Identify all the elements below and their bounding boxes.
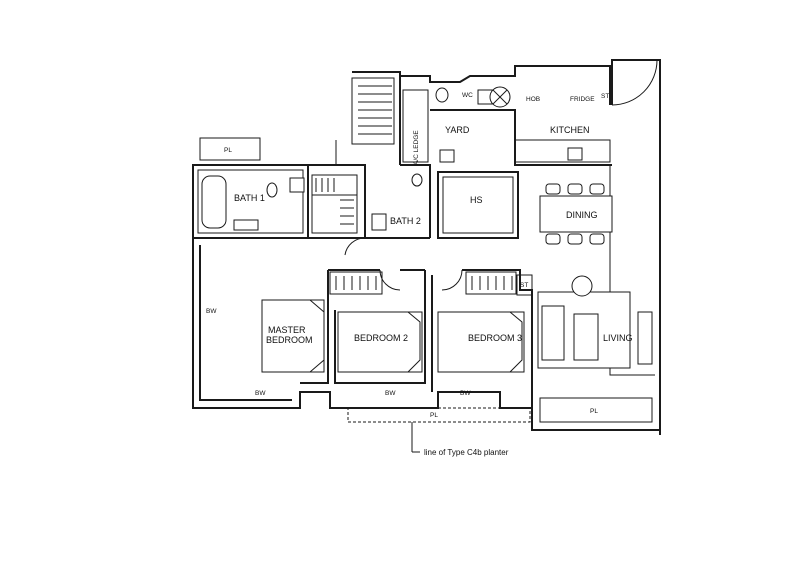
room-label-bedroom2: BEDROOM 2 [354, 333, 408, 343]
planter-line [347, 407, 531, 453]
bath2-toilet [411, 173, 423, 187]
dining-table [539, 195, 613, 233]
zone-label-bw-bottom2: BW [385, 390, 396, 397]
tv-console [637, 311, 653, 365]
ac-ledge-hatch [358, 85, 392, 135]
bedroom-walls [300, 237, 533, 392]
planter-note: line of Type C4b planter [424, 448, 509, 457]
room-label-bedroom3: BEDROOM 3 [468, 333, 522, 343]
zone-label-pl-right: PL [590, 408, 598, 415]
room-label-kitchen: KITCHEN [550, 125, 590, 135]
armchair [571, 275, 593, 297]
fixture-label-st-kitchen: ST [601, 93, 609, 100]
bath2-sink [371, 213, 387, 231]
zone-label-pl-top: PL [224, 147, 232, 154]
bath1-toilet [266, 182, 278, 198]
room-label-hs: HS [470, 195, 483, 205]
wardrobes [311, 174, 513, 290]
fixture-label-hob: HOB [526, 96, 540, 103]
zone-label-bw-left: BW [206, 308, 217, 315]
zone-label-bw-bottom1: BW [255, 390, 266, 397]
sofa [541, 305, 565, 361]
wc-toilet [435, 87, 449, 103]
room-label-master-1: MASTER [268, 325, 306, 335]
yard-sink [439, 149, 455, 163]
living-furniture [537, 275, 653, 369]
beds [261, 299, 525, 373]
outer-walls [192, 59, 661, 435]
kitchen-sink [567, 147, 583, 161]
bath1-sink [289, 177, 305, 193]
room-label-bath1: BATH 1 [234, 193, 265, 203]
dining-set [539, 183, 613, 245]
room-label-living: LIVING [603, 333, 633, 343]
bedroom2-bed [337, 311, 423, 373]
room-label-yard: YARD [445, 125, 470, 135]
coffee-table [573, 313, 599, 361]
room-label-ac-ledge: A/C LEDGE [413, 130, 420, 165]
zone-label-bw-bottom3: BW [460, 390, 471, 397]
fixture-label-fridge: FRIDGE [570, 96, 595, 103]
room-label-dining: DINING [566, 210, 598, 220]
bath1-vanity [233, 219, 259, 231]
room-label-wc: WC [462, 92, 473, 99]
bedroom3-bed [437, 311, 525, 373]
room-label-bath2: BATH 2 [390, 216, 421, 226]
fixture-label-st-bedroom3: ST [520, 282, 528, 289]
bath-fixtures [201, 86, 583, 231]
room-label-master-2: BEDROOM [266, 335, 313, 345]
bathtub [201, 175, 227, 229]
zone-label-pl-bottom: PL [430, 412, 438, 419]
